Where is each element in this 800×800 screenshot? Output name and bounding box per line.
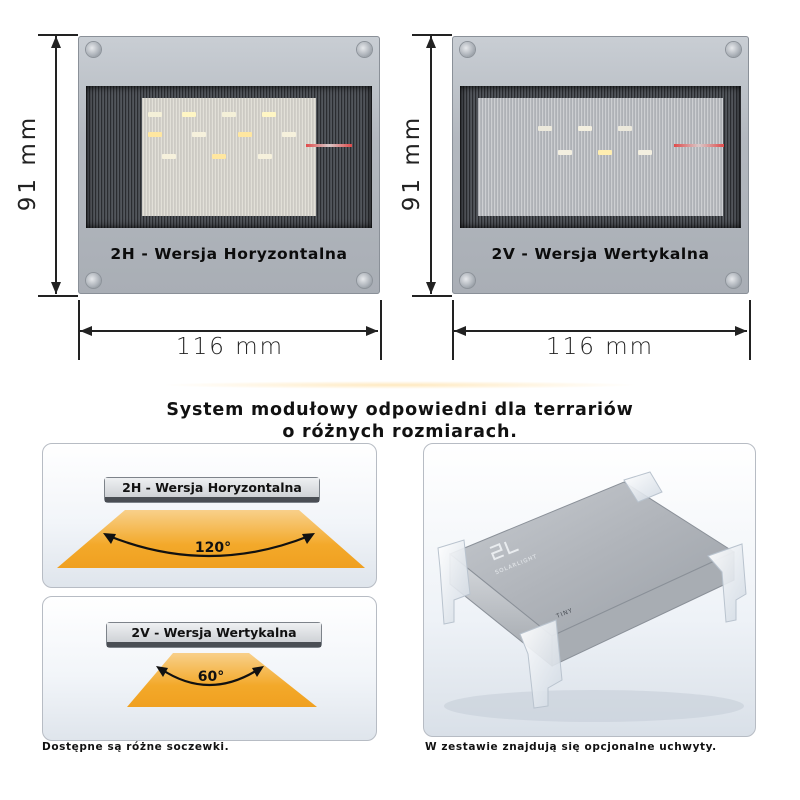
module-label: 2V - Wersja Wertykalna [491,245,710,263]
beam-diagram [127,653,317,707]
arrow-left-icon [80,326,92,336]
arrow-down-icon [51,282,61,294]
led-icon [262,112,276,117]
dimension-tick [412,34,452,36]
bracket-right [707,543,747,623]
led-grille [86,86,372,228]
dimension-tick [452,300,454,360]
height-dimension-label: 91 mm [399,114,425,212]
height-dimension-line [55,36,57,294]
dimension-tick [412,295,452,297]
headline-line-2: o różnych rozmiarach. [282,422,518,442]
screw-icon [726,273,741,288]
led-icon [558,150,572,155]
beam-angle-label: 60° [197,669,225,685]
width-dimension-label: 116 mm [175,334,285,360]
led-icon [162,154,176,159]
width-dimension-line [454,330,747,332]
product-photo-panel: SOLARLIGHT TINY [423,443,756,737]
dimension-tick [38,34,78,36]
led-icon [598,150,612,155]
arrow-right-icon [252,666,264,677]
led-lens [478,98,723,216]
module-bar-2h: 2H - Wersja Horyzontalna [105,478,319,502]
arrow-right-icon [735,326,747,336]
module-bar-base [105,497,319,502]
led-grille [460,86,741,228]
arrow-down-icon [426,282,436,294]
module-2v: 2V - Wersja Wertykalna [452,36,749,294]
angle-arc [160,668,260,686]
angle-arc [108,534,310,558]
module-bar-2v: 2V - Wersja Wertykalna [107,623,321,647]
led-icon [578,126,592,131]
arrow-up-icon [426,36,436,48]
arrow-right-icon [366,326,378,336]
led-icon [148,132,162,137]
led-icon [182,112,196,117]
led-icon [258,154,272,159]
dimension-tick [749,300,751,360]
headline-line-1: System modułowy odpowiedni dla terrariów [166,400,634,420]
wire [306,144,352,147]
beam-panel-2v: 2V - Wersja Wertykalna 60° [42,596,377,741]
screw-icon [86,42,101,57]
arrow-left-icon [454,326,466,336]
beam-panel-2h: 2H - Wersja Horyzontalna 120° [42,443,377,588]
bracket-front [519,619,563,709]
brand-logo-icon [489,541,519,561]
screw-icon [86,273,101,288]
led-icon [212,154,226,159]
module-bar-label: 2H - Wersja Horyzontalna [105,478,319,497]
arrow-right-icon [302,533,315,544]
screw-icon [460,273,475,288]
led-icon [148,112,162,117]
dimension-tick [38,295,78,297]
beam-angle-label: 120° [194,540,232,556]
bracket-left [437,539,471,625]
headline-glow [160,381,640,389]
beam-diagram [57,510,365,568]
module-bar-label: 2V - Wersja Wertykalna [107,623,321,642]
width-dimension-label: 116 mm [545,334,655,360]
arrow-left-icon [103,533,116,544]
screw-icon [357,42,372,57]
led-icon [618,126,632,131]
beam-cone [127,653,317,707]
led-lens [142,98,316,216]
dimension-tick [78,300,80,360]
module-label: 2H - Wersja Horyzontalna [110,245,348,263]
beam-cone [57,510,365,568]
led-icon [538,126,552,131]
product-illustration [437,471,747,722]
wire [674,144,724,147]
led-icon [282,132,296,137]
led-icon [222,112,236,117]
led-icon [238,132,252,137]
arrow-left-icon [156,666,168,677]
led-icon [192,132,206,137]
screw-icon [460,42,475,57]
caption-lenses: Dostępne są różne soczewki. [42,741,230,753]
module-bar-base [107,642,321,647]
bracket-back [623,471,663,503]
arrow-up-icon [51,36,61,48]
height-dimension-line [430,36,432,294]
screw-icon [726,42,741,57]
module-2h: 2H - Wersja Horyzontalna [78,36,380,294]
caption-brackets: W zestawie znajdują się opcjonalne uchwy… [425,741,717,753]
dimension-tick [380,300,382,360]
width-dimension-line [80,330,378,332]
height-dimension-label: 91 mm [15,114,41,212]
led-icon [638,150,652,155]
shadow [444,690,744,722]
screw-icon [357,273,372,288]
